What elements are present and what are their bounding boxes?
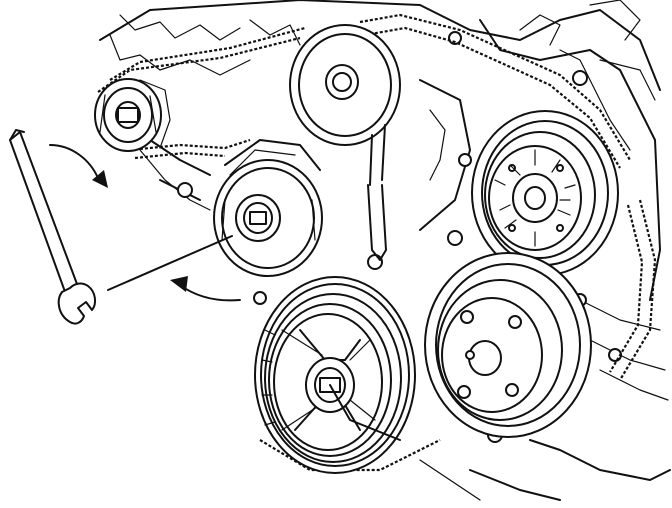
- idler-pulley: [289, 24, 401, 261]
- ac-compressor-pulley: [471, 110, 619, 276]
- rotation-arrow-counterclockwise-icon: [170, 276, 241, 302]
- wrench-icon: [9, 129, 97, 325]
- engine-block-background: [99, 0, 671, 501]
- crankshaft-pulley: [254, 276, 416, 474]
- belt-tensioner-pulley: [213, 139, 323, 277]
- leader-line: [107, 235, 233, 291]
- rotation-arrow-clockwise-icon: [49, 144, 108, 188]
- water-pump-pulley: [424, 252, 592, 438]
- alternator-pulley: [94, 78, 171, 152]
